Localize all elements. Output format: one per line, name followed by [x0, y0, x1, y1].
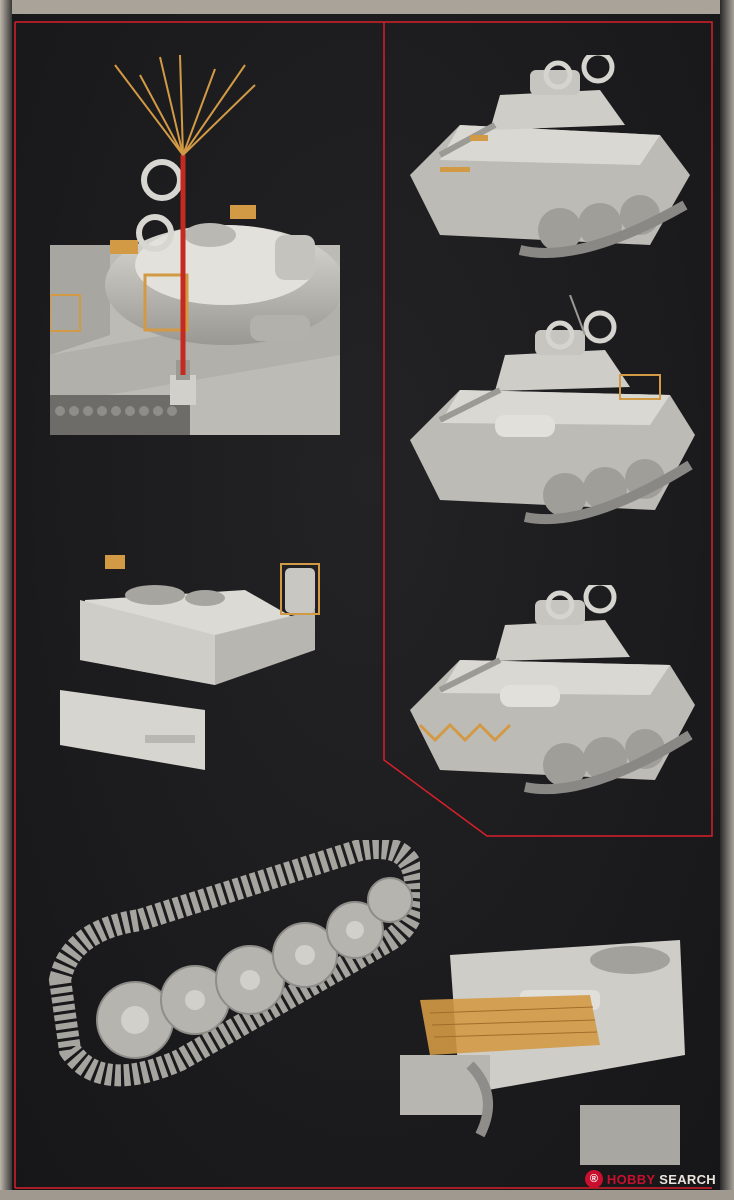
scan-edge-top [0, 0, 734, 14]
hobby-search-watermark: ® HOBBY SEARCH [584, 1168, 716, 1190]
watermark-brand: HOBBY [606, 1171, 656, 1187]
watermark-text: HOBBY SEARCH [607, 1172, 716, 1187]
hobby-search-logo-icon: ® [584, 1170, 603, 1188]
scan-edge-left [0, 0, 12, 1200]
scan-edge-bottom [0, 1190, 734, 1200]
engine-deck-render [400, 940, 685, 1165]
tank-render-2 [410, 295, 695, 525]
rear-hull-render [60, 555, 320, 770]
watermark-word: SEARCH [659, 1171, 716, 1187]
tank-render-1 [410, 55, 690, 258]
tank-render-3 [410, 585, 695, 795]
track-run-render [48, 840, 420, 1087]
turret-antenna-closeup [50, 55, 340, 435]
scan-edge-right [720, 0, 734, 1200]
